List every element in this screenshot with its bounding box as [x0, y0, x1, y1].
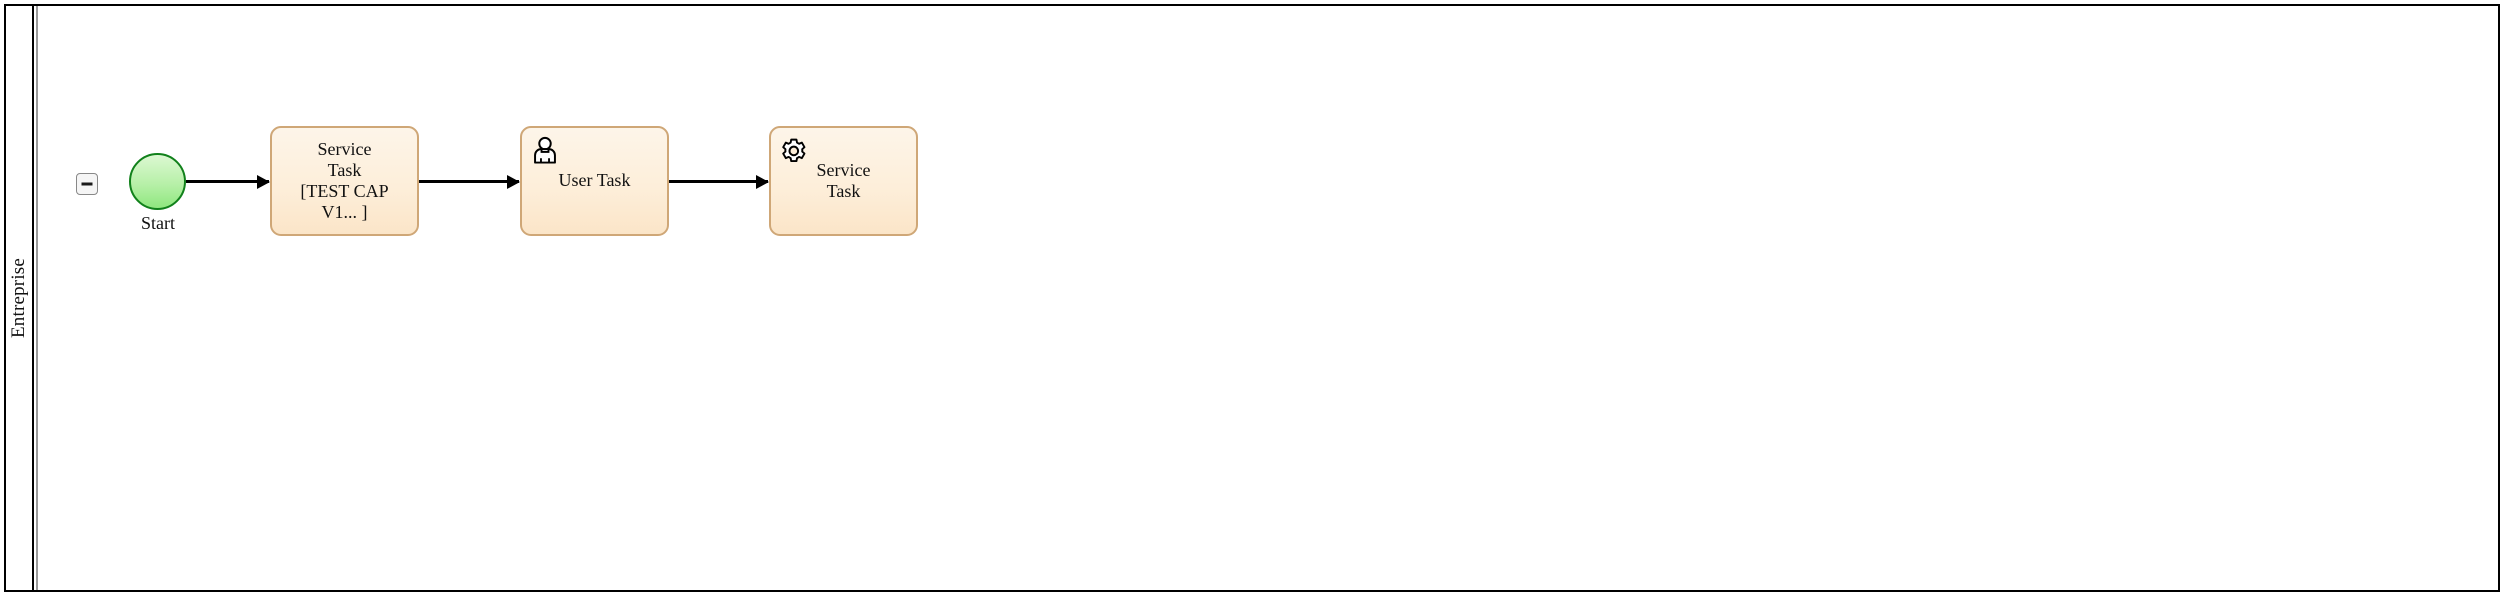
lane-title-label: Entreprise — [8, 257, 29, 339]
lane-collapse-toggle[interactable] — [76, 173, 98, 195]
arrow-head-icon — [756, 174, 769, 189]
task-user-task-label: User Task — [558, 170, 631, 191]
arrow-head-icon — [507, 174, 520, 189]
user-icon — [530, 135, 560, 165]
sequence-flow-service-task-1-to-user-task[interactable] — [419, 174, 520, 189]
lane-body: Start Service Task [TEST CAP V1... ] — [36, 6, 2498, 590]
start-event-label: Start — [141, 213, 175, 233]
sequence-flow-start-to-service-task-1[interactable] — [186, 174, 270, 189]
sequence-flow-user-task-to-service-task-2[interactable] — [669, 174, 769, 189]
task-service-task-1-label: Service Task [TEST CAP V1... ] — [300, 138, 389, 223]
task-user-task[interactable]: User Task — [520, 126, 669, 236]
task-service-task-2[interactable]: Service Task — [769, 126, 918, 236]
gear-icon — [779, 135, 809, 165]
minus-icon — [81, 182, 93, 186]
pool-entreprise[interactable]: Entreprise Start Service Task [TEST CAP … — [4, 4, 2500, 592]
task-service-task-2-label: Service Task — [816, 159, 871, 201]
start-event[interactable] — [129, 153, 186, 210]
task-service-task-1[interactable]: Service Task [TEST CAP V1... ] — [270, 126, 419, 236]
arrow-head-icon — [257, 174, 270, 189]
lane-header[interactable]: Entreprise — [6, 6, 34, 590]
